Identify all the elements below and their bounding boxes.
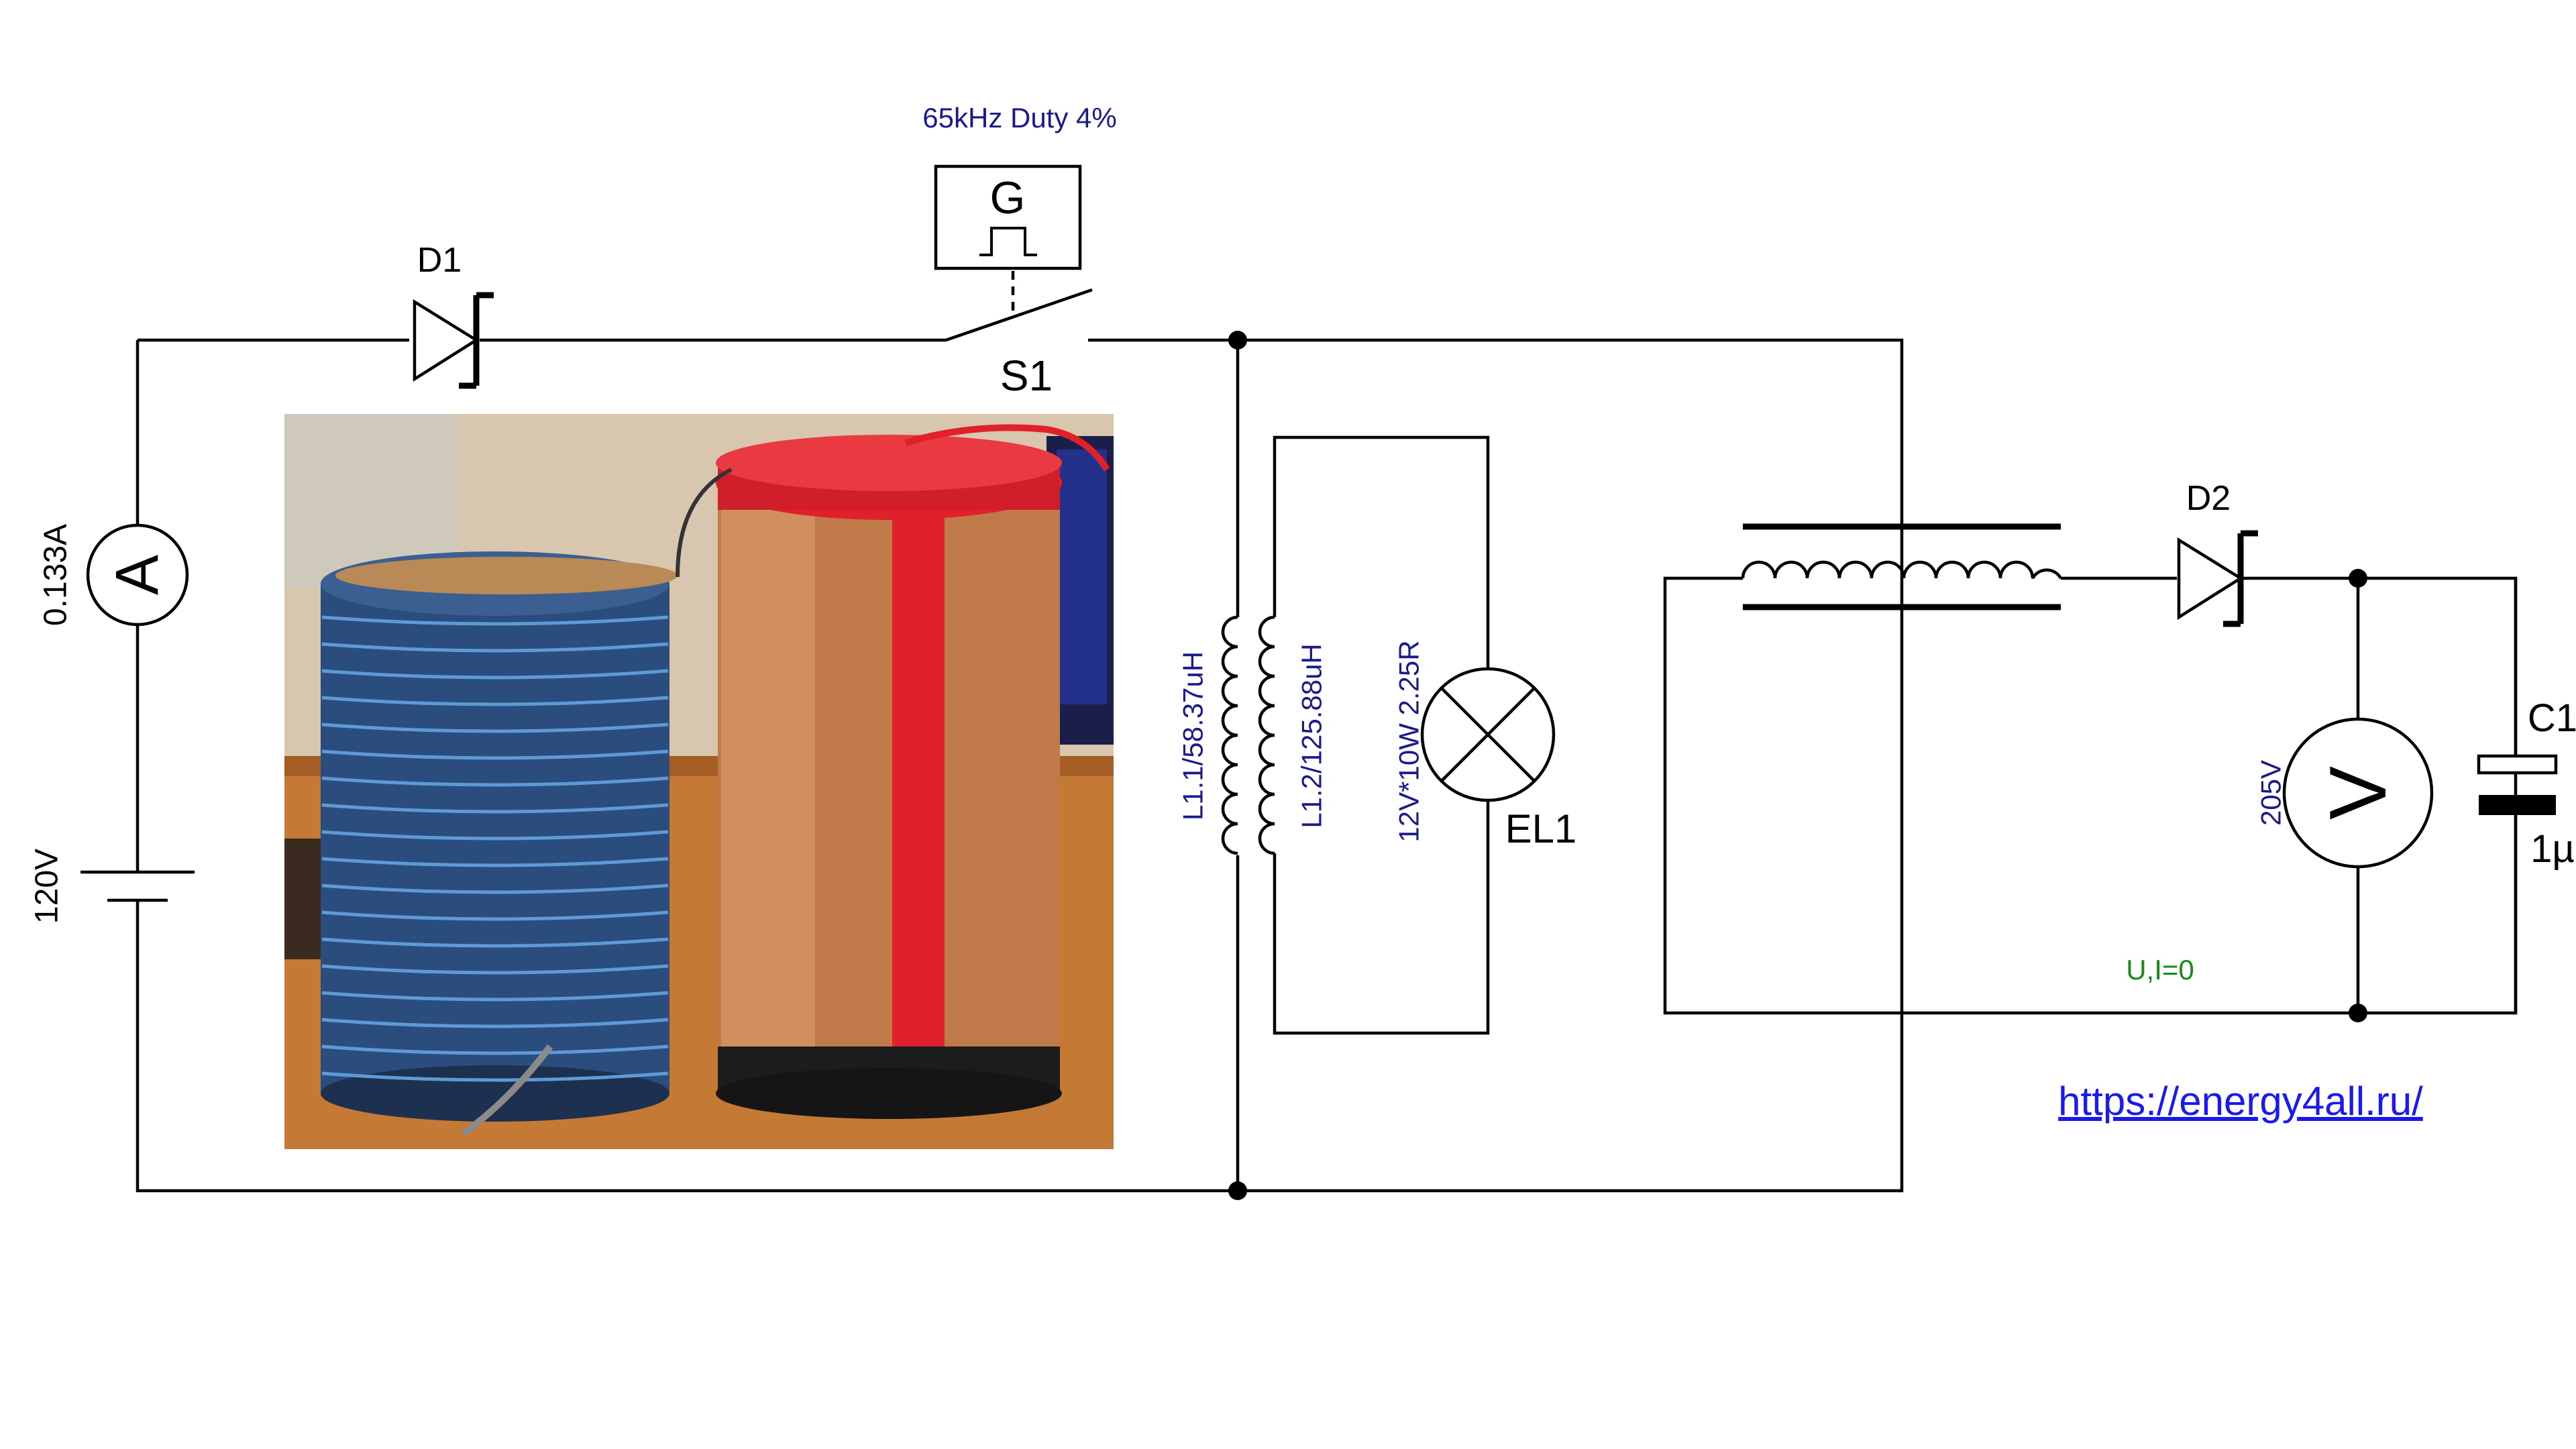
diode-d1-label: D1 bbox=[417, 241, 462, 280]
junction-dot-sec-top bbox=[2349, 569, 2367, 588]
lamp-el1-symbol bbox=[1420, 667, 1556, 802]
lamp-loop-wires bbox=[1273, 435, 1490, 1035]
website-link[interactable]: https://energy4all.ru/ bbox=[2058, 1079, 2423, 1124]
diode-d2-symbol bbox=[2177, 530, 2258, 627]
inductor-l1-primary bbox=[1221, 615, 1238, 855]
capacitor-c1-symbol bbox=[2477, 754, 2558, 815]
transformer-symbol bbox=[1741, 523, 2062, 610]
copper-coil-icon bbox=[676, 424, 1110, 1119]
inductor-l1-secondary bbox=[1258, 615, 1275, 855]
primary-loop-wires bbox=[136, 338, 1904, 1193]
coil-primary-label: L1.1/58.37uH bbox=[1177, 651, 1209, 820]
source-voltage: 120V bbox=[30, 849, 65, 924]
junction-dot-top bbox=[1228, 331, 1247, 350]
generator-block: G bbox=[934, 164, 1082, 270]
ammeter-symbol: A bbox=[104, 555, 171, 595]
coil-secondary-label: L1.2/125.88uH bbox=[1296, 643, 1328, 828]
voltmeter: V bbox=[2282, 717, 2434, 869]
voltmeter-symbol: V bbox=[2313, 766, 2403, 820]
battery-symbol bbox=[80, 870, 195, 902]
lamp-spec: 12V*10W 2.25R bbox=[1393, 640, 1425, 842]
ammeter: A bbox=[86, 523, 189, 627]
ammeter-reading: 0.133A bbox=[38, 524, 74, 626]
junction-dot-sec-bottom bbox=[2349, 1004, 2367, 1022]
voltmeter-reading: 205V bbox=[2255, 760, 2287, 826]
pulse-icon bbox=[979, 227, 1037, 256]
blue-coil-icon bbox=[321, 551, 678, 1137]
diode-d1-symbol bbox=[413, 292, 494, 389]
measurement-note: U,I=0 bbox=[2126, 954, 2194, 985]
junction-dot-bottom bbox=[1228, 1181, 1247, 1200]
generator-symbol: G bbox=[990, 172, 1026, 223]
generator-spec: 65kHz Duty 4% bbox=[922, 102, 1116, 133]
capacitor-label: C1 bbox=[2528, 696, 2576, 740]
secondary-loop-wires bbox=[1663, 576, 2518, 1015]
diode-d2-label: D2 bbox=[2186, 479, 2231, 518]
coil-photo bbox=[284, 414, 1114, 1149]
capacitor-value: 1µ bbox=[2530, 827, 2575, 871]
lamp-label: EL1 bbox=[1505, 806, 1577, 851]
switch-s1-label: S1 bbox=[1000, 352, 1053, 400]
switch-s1-symbol bbox=[945, 271, 1093, 342]
